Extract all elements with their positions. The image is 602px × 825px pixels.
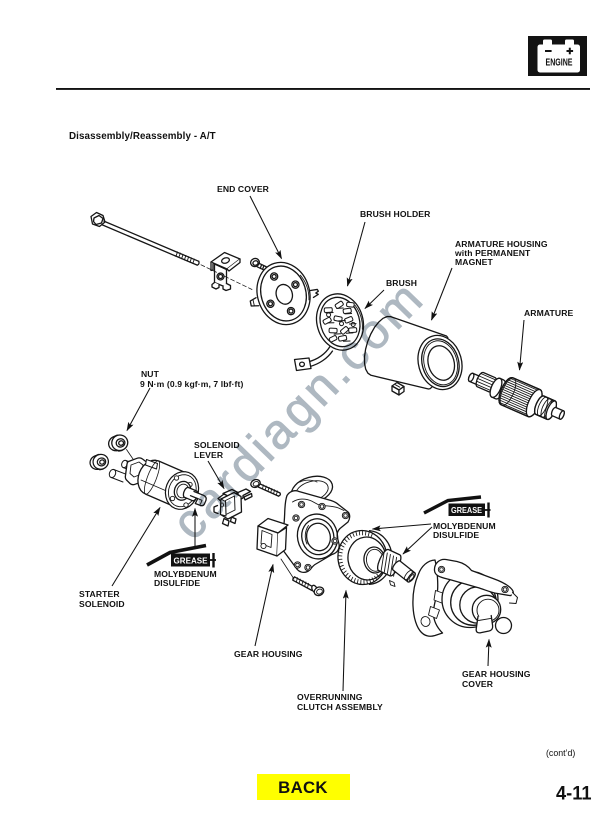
svg-text:4-11: 4-11	[556, 783, 592, 805]
svg-text:BRUSH: BRUSH	[386, 278, 417, 288]
svg-text:(cont’d): (cont’d)	[546, 748, 575, 758]
svg-text:MAGNET: MAGNET	[455, 257, 493, 267]
svg-text:with PERMANENT: with PERMANENT	[454, 248, 531, 258]
svg-text:STARTER: STARTER	[79, 589, 120, 599]
svg-text:NUT: NUT	[141, 369, 160, 379]
svg-text:MOLYBDENUM: MOLYBDENUM	[154, 569, 217, 579]
svg-text:END COVER: END COVER	[217, 184, 270, 194]
svg-text:DISULFIDE: DISULFIDE	[433, 530, 479, 540]
svg-text:Disassembly/Reassembly - A/T: Disassembly/Reassembly - A/T	[69, 131, 216, 142]
svg-text:MOLYBDENUM: MOLYBDENUM	[433, 521, 496, 531]
svg-text:ARMATURE HOUSING: ARMATURE HOUSING	[455, 239, 548, 249]
svg-text:BRUSH HOLDER: BRUSH HOLDER	[360, 209, 431, 219]
svg-text:OVERRUNNING: OVERRUNNING	[297, 692, 363, 702]
svg-text:GEAR HOUSING: GEAR HOUSING	[234, 649, 303, 659]
svg-text:ARMATURE: ARMATURE	[524, 308, 574, 318]
svg-text:ENGINE: ENGINE	[546, 58, 573, 69]
svg-text:9 N·m (0.9 kgf·m, 7 lbf·ft): 9 N·m (0.9 kgf·m, 7 lbf·ft)	[140, 379, 243, 389]
svg-text:GEAR HOUSING: GEAR HOUSING	[462, 669, 531, 679]
svg-text:LEVER: LEVER	[194, 450, 224, 460]
svg-text:GREASE: GREASE	[451, 506, 482, 515]
svg-text:CLUTCH ASSEMBLY: CLUTCH ASSEMBLY	[297, 702, 383, 712]
svg-text:GREASE: GREASE	[174, 557, 209, 566]
svg-text:SOLENOID: SOLENOID	[79, 599, 125, 609]
svg-text:BACK: BACK	[278, 778, 328, 797]
svg-text:SOLENOID: SOLENOID	[194, 440, 240, 450]
svg-text:COVER: COVER	[462, 679, 494, 689]
svg-text:DISULFIDE: DISULFIDE	[154, 578, 200, 588]
